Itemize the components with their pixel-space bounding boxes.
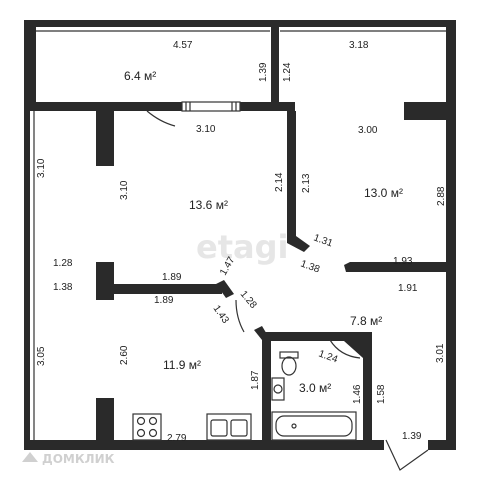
dim-label: 1.28 bbox=[53, 258, 73, 269]
door-swing-room3 bbox=[235, 299, 245, 333]
dim-label: 3.10 bbox=[196, 124, 216, 135]
dim-label: 3.10 bbox=[119, 180, 130, 200]
dim-label: 2.14 bbox=[274, 172, 285, 192]
balcony bbox=[24, 20, 456, 110]
dim-label: 2.79 bbox=[167, 433, 187, 444]
house-icon bbox=[22, 452, 38, 462]
dim-label: 3.01 bbox=[435, 343, 446, 363]
room3-area: 11.9 м² bbox=[163, 358, 201, 372]
dim-label: 3.05 bbox=[36, 346, 47, 366]
balcony-area: 6.4 м² bbox=[124, 69, 156, 83]
dim-label: 1.93 bbox=[393, 256, 413, 267]
dim-label: 1.39 bbox=[402, 431, 422, 442]
entrance-door bbox=[385, 439, 429, 471]
interior-walls bbox=[24, 101, 456, 442]
bathtub bbox=[271, 411, 357, 441]
dim-label: 1.43 bbox=[211, 303, 231, 326]
dim-label: 1.24 bbox=[317, 348, 339, 365]
dim-label: 3.18 bbox=[349, 40, 369, 51]
svg-text:ДОМКЛИК: ДОМКЛИК bbox=[42, 452, 115, 466]
balcony-door-frame bbox=[181, 101, 241, 112]
dim-label: 3.00 bbox=[358, 125, 378, 136]
dim-label: 1.58 bbox=[376, 384, 387, 404]
dim-label: 2.13 bbox=[301, 173, 312, 193]
domclick-logo: ДОМКЛИК bbox=[22, 452, 115, 466]
dim-label: 1.31 bbox=[312, 232, 334, 249]
dim-label: 1.38 bbox=[299, 258, 321, 275]
dim-label: 1.89 bbox=[162, 272, 182, 283]
dim-label: 1.91 bbox=[398, 283, 418, 294]
dim-label: 2.60 bbox=[119, 345, 130, 365]
kitchen-stove bbox=[132, 413, 162, 441]
dim-label: 1.38 bbox=[53, 282, 73, 293]
bath-area: 3.0 м² bbox=[299, 381, 331, 395]
dim-label: 3.10 bbox=[36, 158, 47, 178]
dim-label: 1.28 bbox=[238, 289, 259, 311]
door-swing-balcony bbox=[146, 110, 176, 127]
door-swing-bath bbox=[329, 339, 361, 359]
outer-walls bbox=[24, 20, 456, 450]
dim-label: 1.89 bbox=[154, 295, 174, 306]
kitchen-sink bbox=[206, 413, 252, 441]
dim-label: 1.39 bbox=[258, 62, 269, 82]
toilet bbox=[279, 351, 299, 376]
dim-label: 2.88 bbox=[436, 186, 447, 206]
etagi-watermark: etagi bbox=[196, 228, 288, 266]
room1-area: 13.6 м² bbox=[189, 198, 228, 212]
washbasin bbox=[271, 377, 285, 401]
room2-area: 13.0 м² bbox=[364, 186, 403, 200]
dim-label: 4.57 bbox=[173, 40, 193, 51]
dim-label: 1.24 bbox=[282, 62, 293, 82]
hall-area: 7.8 м² bbox=[350, 314, 382, 328]
dim-label: 1.87 bbox=[250, 370, 261, 390]
dim-label: 1.46 bbox=[352, 384, 363, 404]
